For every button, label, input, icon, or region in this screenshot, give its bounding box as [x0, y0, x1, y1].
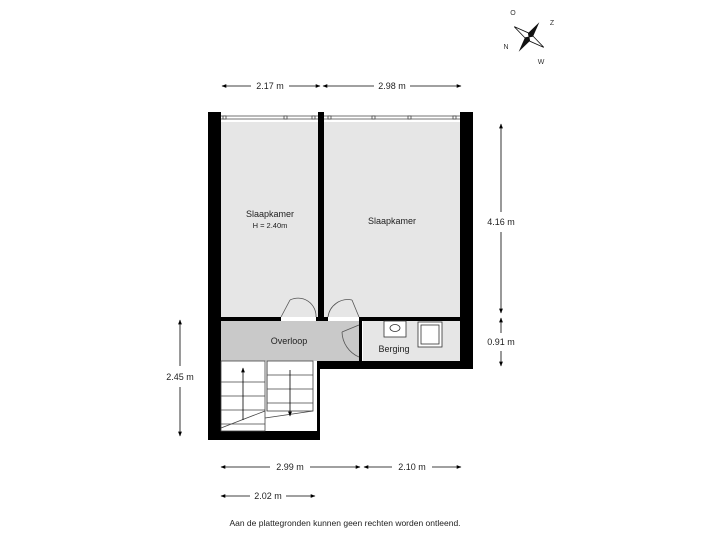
- storage-fill: [363, 321, 461, 361]
- dim-right-lower-height: 0.91 m: [487, 337, 515, 347]
- walls: [208, 112, 473, 440]
- dim-top-right-width: 2.98 m: [378, 81, 406, 91]
- dim-right-upper-height: 4.16 m: [487, 217, 515, 227]
- dimension-lines: [178, 84, 503, 498]
- stairs: [220, 360, 314, 432]
- landing-fill: [221, 321, 361, 361]
- dim-bottom-right-width: 2.10 m: [398, 462, 426, 472]
- dim-bottom-left-width: 2.99 m: [276, 462, 304, 472]
- compass-label-south: Z: [550, 20, 555, 27]
- dim-left-height: 2.45 m: [166, 372, 194, 382]
- room-label-bedroom-right: Slaapkamer: [368, 216, 416, 226]
- top-windows: [221, 115, 460, 120]
- room-label-landing: Overloop: [271, 336, 308, 346]
- compass-label-north: N: [503, 44, 508, 51]
- storage-fixtures: [383, 320, 443, 348]
- room-height-note: H = 2.40m: [253, 221, 288, 230]
- room-label-bedroom-left: Slaapkamer: [246, 209, 294, 219]
- bedroom-right-fill: [324, 122, 460, 317]
- dim-top-left-width: 2.17 m: [256, 81, 284, 91]
- dim-bottom-stair-width: 2.02 m: [254, 491, 282, 501]
- compass-rose: [513, 22, 545, 52]
- door-swings: [280, 297, 360, 358]
- bedroom-left-fill: [221, 122, 318, 317]
- room-label-storage: Berging: [378, 344, 409, 354]
- disclaimer-text: Aan de plattegronden kunnen geen rechten…: [229, 518, 461, 528]
- compass-label-east: O: [510, 10, 516, 17]
- compass-label-west: W: [538, 59, 545, 66]
